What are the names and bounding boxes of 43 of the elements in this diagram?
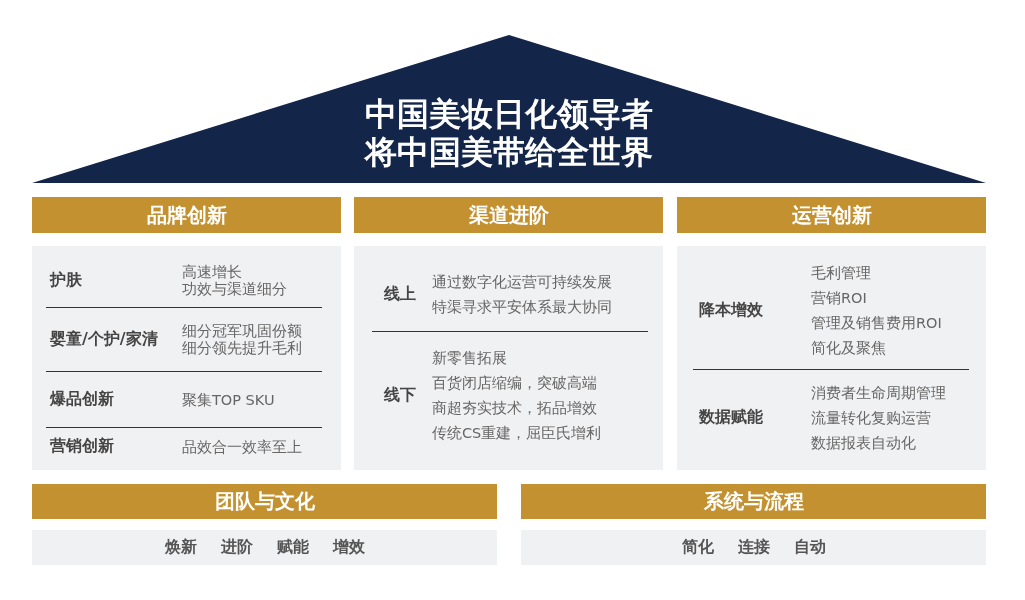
title-text: 中国美妆日化领导者将中国美带给全世界 <box>363 95 654 171</box>
header-bar: 品牌创新 <box>32 197 341 233</box>
header-bar: 渠道进阶 <box>354 197 663 233</box>
keyword: 焕新 <box>164 537 197 558</box>
panel-background <box>32 246 341 470</box>
row-text: 高速增长 <box>182 264 242 281</box>
keyword: 简化 <box>681 537 714 558</box>
panel-background <box>354 246 663 470</box>
row-text: 功效与渠道细分 <box>182 281 287 298</box>
row-text: 商超夯实技术，拓品增效 <box>432 399 597 418</box>
keyword: 增效 <box>332 537 365 558</box>
row-heading: 营销创新 <box>50 436 114 457</box>
row-heading: 护肤 <box>50 270 82 291</box>
row-text: 简化及聚焦 <box>811 339 886 358</box>
row-text: 流量转化复购运营 <box>811 408 931 428</box>
row-text: 消费者生命周期管理 <box>811 383 946 403</box>
keyword: 连接 <box>737 537 770 558</box>
keyword: 进阶 <box>220 537 253 558</box>
keyword: 赋能 <box>276 537 309 558</box>
row-text: 通过数字化运营可持续发展 <box>432 273 612 292</box>
row-text: 毛利管理 <box>811 264 871 283</box>
row-heading: 婴童/个护/家清 <box>50 329 158 350</box>
row-heading: 线上 <box>384 284 416 305</box>
header-bar: 运营创新 <box>677 197 986 233</box>
row-text: 百货闭店缩编，突破高端 <box>432 374 597 393</box>
panel-background <box>677 246 986 470</box>
row-heading: 降本增效 <box>699 300 763 321</box>
header-bar: 系统与流程 <box>521 484 986 519</box>
row-text: 营销ROI <box>811 289 867 308</box>
row-heading: 数据赋能 <box>699 407 763 428</box>
row-heading: 线下 <box>384 385 416 406</box>
keyword: 自动 <box>793 537 826 558</box>
row-text: 管理及销售费用ROI <box>811 314 942 333</box>
row-text: 特渠寻求平安体系最大协同 <box>432 298 612 317</box>
row-text: 品效合一效率至上 <box>182 438 302 456</box>
row-text: 数据报表自动化 <box>811 433 916 453</box>
header-bar: 团队与文化 <box>32 484 497 519</box>
row-text: 细分领先提升毛利 <box>182 340 302 357</box>
row-text: 新零售拓展 <box>432 349 507 368</box>
row-text: 聚集TOP SKU <box>182 391 275 409</box>
row-text: 传统CS重建，屈臣氏增利 <box>432 424 602 443</box>
row-text: 细分冠军巩固份额 <box>182 323 302 340</box>
row-heading: 爆品创新 <box>50 389 114 410</box>
